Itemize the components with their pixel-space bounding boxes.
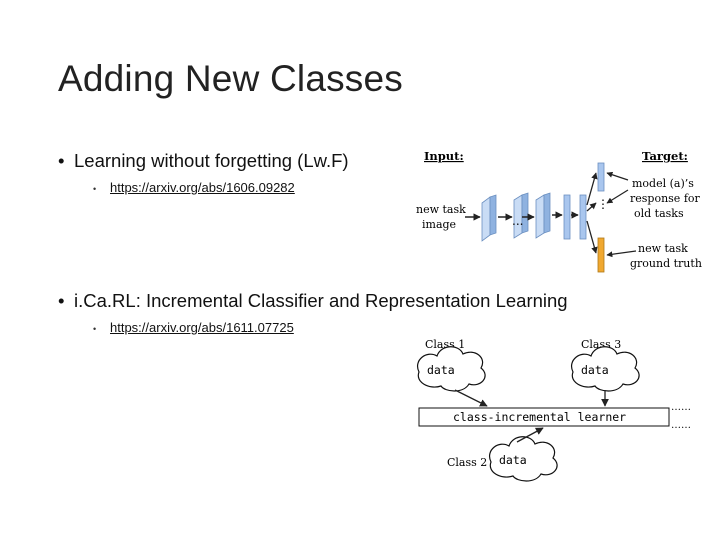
trailing-dots-top: ……	[671, 402, 691, 413]
target-arrow-new	[606, 250, 637, 258]
target-label: Target:	[642, 149, 688, 163]
icarl-paper-link[interactable]: https://arxiv.org/abs/1611.07725	[110, 320, 294, 335]
learner-label: class-incremental learner	[453, 410, 626, 424]
data-label: data	[581, 363, 609, 377]
arrow-class2	[516, 427, 544, 443]
bullet-dot: •	[58, 150, 65, 171]
model-response-2: response for	[630, 192, 701, 205]
new-task-label-1: new task	[416, 203, 466, 216]
sub-bullet-icarl: • https://arxiv.org/abs/1611.07725	[93, 320, 294, 335]
sub-bullet-lwf: • https://arxiv.org/abs/1606.09282	[93, 180, 295, 195]
conv-block-2	[513, 192, 529, 239]
conv-block-3	[535, 192, 551, 239]
old-task-head-1	[597, 162, 605, 192]
ground-truth-1: new task	[638, 242, 688, 255]
class2-label: Class 2	[447, 456, 487, 469]
data-cloud-class1: data	[417, 346, 486, 392]
arrow-head-old-2	[586, 202, 597, 212]
arrow-head-old-1	[586, 172, 598, 206]
data-cloud-class2: data	[489, 436, 558, 482]
ellipsis-dots: ...	[512, 214, 523, 228]
conv-block-1	[481, 194, 497, 242]
input-label: Input:	[424, 149, 464, 163]
bullet-lwf-text: Learning without forgetting (Lw.F)	[74, 150, 349, 171]
lwf-paper-link[interactable]: https://arxiv.org/abs/1606.09282	[110, 180, 295, 195]
learner-box	[418, 407, 670, 427]
arrow-head-new	[586, 220, 598, 254]
trailing-dots-bottom: ……	[671, 420, 691, 431]
data-label: data	[427, 363, 455, 377]
slide-title: Adding New Classes	[58, 58, 403, 99]
target-arrow-old-2	[606, 189, 629, 204]
bullet-icarl: • i.Ca.RL: Incremental Classifier and Rep…	[58, 290, 568, 312]
ground-truth-2: ground truth	[630, 257, 702, 270]
sub-bullet-dot: •	[93, 323, 97, 334]
new-task-head	[597, 237, 605, 273]
model-response-1: model (a)’s	[632, 177, 694, 190]
bullet-dot: •	[58, 290, 65, 311]
sub-bullet-dot: •	[93, 183, 97, 194]
arrow-class1	[454, 389, 488, 407]
vertical-dots: ⋮	[597, 197, 609, 211]
new-task-label-2: image	[422, 218, 456, 231]
icarl-diagram: Class 1 Class 3 data data class-incremen…	[417, 338, 691, 482]
target-arrow-old	[606, 171, 629, 181]
fc-layer-1	[563, 194, 571, 240]
model-response-3: old tasks	[634, 207, 684, 220]
bullet-lwf: • Learning without forgetting (Lw.F)	[58, 150, 349, 172]
data-label: data	[499, 453, 527, 467]
fc-layer-2	[579, 194, 587, 240]
lwf-diagram: Input: Target: new task image ... ⋮ mode…	[416, 149, 702, 273]
bullet-icarl-text: i.Ca.RL: Incremental Classifier and Repr…	[74, 290, 568, 311]
data-cloud-class3: data	[571, 346, 640, 392]
